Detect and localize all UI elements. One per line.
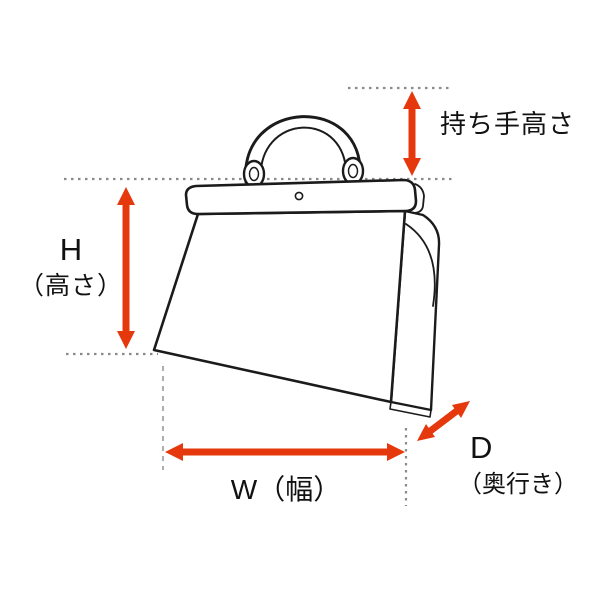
bag-side-panel — [389, 209, 441, 418]
measurement-arrows — [117, 91, 470, 461]
handle-height-arrow — [403, 91, 421, 176]
bag-handle — [242, 115, 365, 189]
bag-front-panel — [152, 209, 407, 404]
depth-label-caption: （奥行き） — [458, 470, 578, 498]
bag-clasp — [294, 191, 304, 201]
depth-label-symbol: D — [470, 430, 493, 465]
height-label-caption: （高さ） — [18, 271, 123, 300]
height-label: H （高さ） — [12, 232, 130, 300]
depth-label: D （奥行き） — [458, 430, 578, 498]
width-label: W（幅） — [230, 474, 342, 505]
guide-lines — [64, 86, 452, 506]
height-arrow — [117, 187, 135, 349]
handle-height-label: 持ち手高さ — [440, 109, 576, 139]
width-arrow — [165, 443, 405, 461]
bag-frame — [184, 178, 425, 216]
height-label-symbol: H — [59, 232, 83, 267]
depth-arrow — [417, 401, 470, 441]
bag-drawing — [152, 115, 441, 418]
